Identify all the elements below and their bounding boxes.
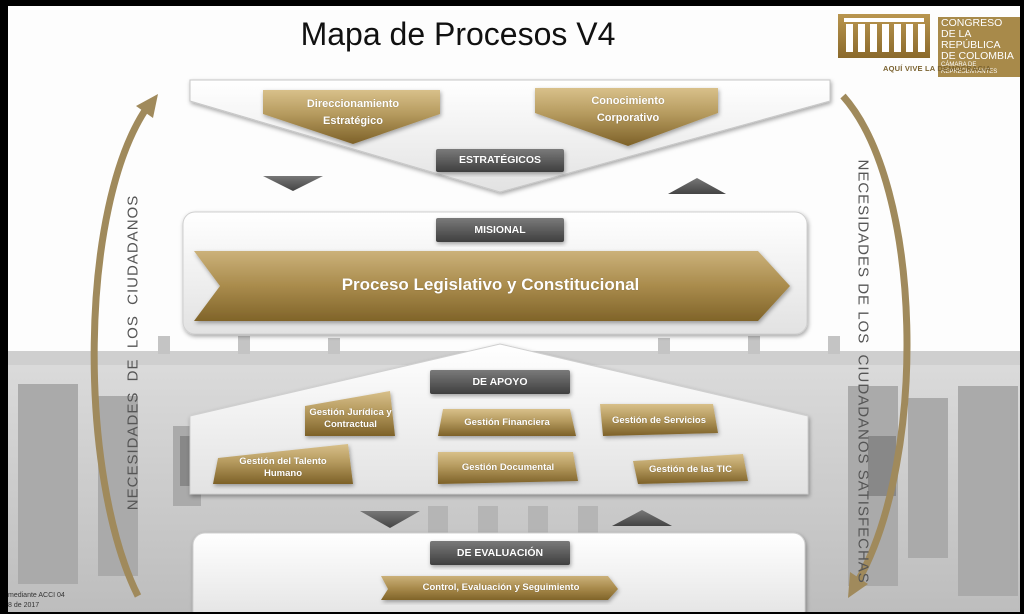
down-arrow-support [360,511,420,528]
misional-process-arrow [194,251,790,321]
process-map-diagram [90,79,911,612]
evaluation-label-shape [430,541,570,565]
left-curved-arrow-head [136,94,158,118]
strategic-item-2-shape [535,88,718,146]
support-label-shape [430,370,570,394]
misional-process-label: Proceso Legislativo y Constitucional [341,275,640,294]
down-arrow-strategic [263,176,323,191]
footer-note-2: 8 de 2017 [8,602,40,609]
support-section-label: DE APOYO [472,376,528,388]
strategic-item-conocimiento: Conocimiento Corporativo [591,95,665,124]
support-item-4-shape [213,444,353,484]
evaluation-section-label: DE EVALUACIÓN [456,547,544,559]
strategic-item-1-shape [263,90,440,144]
strategic-label-shape [436,149,564,172]
slide: Mapa de Procesos V4 CONGRESO DE LA REPÚB… [8,6,1020,612]
up-arrow-strategic [668,178,726,194]
evaluation-panel [192,532,806,612]
misional-label-shape [436,218,564,242]
evaluation-process-arrow [381,576,618,600]
capitol-icon [838,14,930,58]
support-item-3-shape [600,404,718,436]
support-item-documental: Gestión Documental [461,462,555,473]
support-item-talento-humano: Gestión del Talento Humano [239,456,327,479]
right-curved-arrow [840,93,911,583]
support-item-financiera: Gestión Financiera [464,417,550,428]
support-item-servicios: Gestión de Servicios [612,415,706,426]
logo-text: CONGRESO DE LA REPÚBLICA DE COLOMBIA CÁM… [938,17,1020,77]
misional-section-label: MISIONAL [474,224,526,236]
footer-note-1: mediante ACCI 04 [8,592,65,599]
evaluation-process-label: Control, Evaluación y Seguimiento [422,582,580,593]
support-item-juridica: Gestión Jurídica y Contractual [309,407,392,430]
right-side-label: NECESIDADES DE LOS CIUDADANOS SATISFECHA… [854,159,872,584]
support-item-5-shape [438,452,578,484]
logo-motto: AQUÍ VIVE LA DEMOCRACIA [883,64,992,73]
strategic-item-direccionamiento: Direccionamiento Estratégico [306,98,400,127]
support-item-1-shape [305,391,395,436]
left-side-label: NECESIDADES DE LOS CIUDADANOS [124,194,142,511]
right-curved-arrow-head [848,572,868,598]
support-item-tic: Gestión de las TIC [649,464,732,475]
support-item-6-shape [633,454,748,484]
strategic-section-label: ESTRATÉGICOS [458,154,542,166]
congress-logo: CONGRESO DE LA REPÚBLICA DE COLOMBIA CÁM… [838,12,1020,77]
left-curved-arrow [90,103,151,598]
up-arrow-support [612,510,672,526]
support-item-2-shape [438,409,576,436]
page-title: Mapa de Procesos V4 [300,16,616,52]
